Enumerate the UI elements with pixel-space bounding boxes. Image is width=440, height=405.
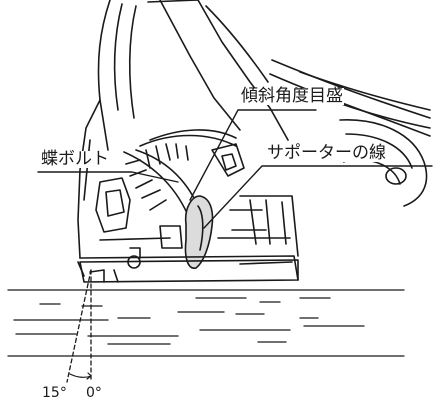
angle-reference xyxy=(66,269,92,383)
supporter-line-label: サポーターの線 xyxy=(266,143,387,163)
front-knob xyxy=(95,143,245,233)
angle-15-label: 15° xyxy=(42,385,67,401)
workpiece xyxy=(7,289,405,357)
leader-lines xyxy=(37,109,433,229)
wing-bolt-label: 蝶ボルト xyxy=(40,149,110,169)
saw-body xyxy=(77,195,299,281)
bevel-scale-label: 傾斜角度目盛 xyxy=(240,86,344,106)
wing-bolt xyxy=(184,195,214,269)
angle-0-label: 0° xyxy=(86,385,102,401)
saw-handle xyxy=(77,0,289,259)
base-plate xyxy=(79,259,299,283)
blade-guard xyxy=(123,129,237,221)
